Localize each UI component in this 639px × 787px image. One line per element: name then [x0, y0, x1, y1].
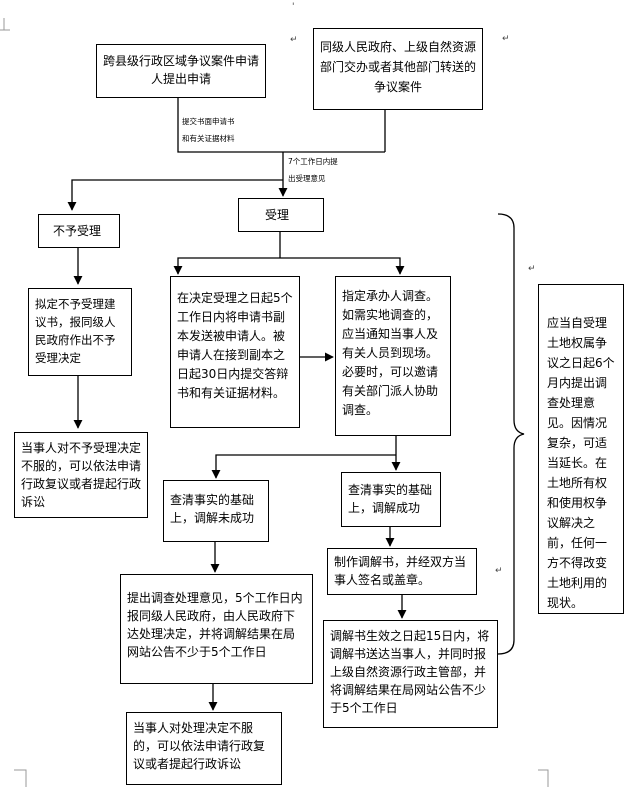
node-mediation-failed: 查清事实的基础上，调解未成功: [163, 480, 269, 542]
corner-mark-bottom-right: [538, 769, 549, 787]
node-mediation-success: 查清事实的基础上，调解成功: [341, 472, 441, 527]
node-label: 拟定不予受理建议书，报同级人民政府作出不予受理决定: [35, 297, 116, 365]
node-agreement-effective: 调解书生效之日起15日内，将调解书送达当事人，并同时报上级自然资源行政主管部，并…: [323, 620, 498, 728]
node-label: 当事人对不予受理决定不服的，可以依法申请行政复议或者提起行政诉讼: [21, 441, 142, 509]
node-assign-investigator: 指定承办人调查。如需实地调查的，应当通知当事人及有关人员到现场。必要时，可以邀请…: [335, 276, 451, 436]
node-deadline-note: 应当自受理土地权属争议之日起6个月内提出调查处理意见。因情况复杂，可适当延长。在…: [538, 284, 624, 614]
node-reject: 不予受理: [38, 214, 120, 248]
edge-label-submit: 提交书面申请书 和有关证据材料: [182, 117, 235, 143]
node-transferred-cases: 同级人民政府、上级自然资源部门交办或者其他部门转送的争议案件: [313, 28, 483, 110]
node-send-copy: 在决定受理之日起5个工作日内将申请书副本发送被申请人。被申请人在接到副本之日起3…: [170, 276, 300, 428]
connector-accept-left: [173, 257, 280, 275]
connector-to-reject: [67, 179, 283, 211]
edge-label-review: 7个工作日内提 出受理意见: [288, 157, 338, 183]
connector-assign-left: [211, 454, 396, 479]
node-draft-reject: 拟定不予受理建议书，报同级人民政府作出不予受理决定: [28, 288, 132, 376]
node-label: 应当自受理土地权属争议之日起6个月内提出调查处理意见。因情况复杂，可适当延长。在…: [547, 316, 615, 610]
node-label: 在决定受理之日起5个工作日内将申请书副本发送被申请人。被申请人在接到副本之日起3…: [177, 291, 293, 400]
connector-accept-right: [280, 257, 405, 275]
node-label: 不予受理: [53, 224, 102, 238]
node-label: 受理: [265, 208, 290, 222]
node-label: 调解书生效之日起15日内，将调解书送达当事人，并同时报上级自然资源行政主管部，并…: [330, 629, 490, 715]
node-decision-appeal: 当事人对处理决定不服的，可以依法申请行政复议或者提起行政诉讼: [126, 712, 282, 785]
node-accept: 受理: [238, 198, 324, 232]
node-propose-opinion: 提出调查处理意见，5个工作日内报同级人民政府，由人民政府下达处理决定，并将调解结…: [120, 574, 313, 684]
node-label: 同级人民政府、上级自然资源部门交办或者其他部门转送的争议案件: [320, 40, 477, 94]
corner-mark-bottom-left: [14, 769, 27, 787]
paragraph-mark: ↵: [495, 566, 503, 576]
node-label: 指定承办人调查。如需实地调查的，应当通知当事人及有关人员到现场。必要时，可以邀请…: [342, 289, 439, 417]
paragraph-mark: ↵: [528, 264, 536, 274]
node-label: 提出调查处理意见，5个工作日内报同级人民政府，由人民政府下达处理决定，并将调解结…: [127, 591, 303, 659]
node-label: 当事人对处理决定不服的，可以依法申请行政复议或者提起行政诉讼: [133, 721, 266, 771]
node-label: 跨县级行政区域争议案件申请人提出申请: [103, 54, 260, 86]
node-label: 制作调解书，并经双方当事人签名或盖章。: [334, 555, 467, 587]
corner-mark-top-left: [0, 18, 10, 31]
node-cross-county-application: 跨县级行政区域争议案件申请人提出申请: [96, 44, 266, 98]
paragraph-mark: ↵: [502, 34, 510, 44]
node-reject-appeal: 当事人对不予受理决定不服的，可以依法申请行政复议或者提起行政诉讼: [14, 432, 148, 518]
paragraph-mark: ↵: [290, 35, 298, 45]
node-label: 查清事实的基础上，调解成功: [348, 483, 433, 515]
node-label: 查清事实的基础上，调解未成功: [170, 493, 255, 525]
paragraph-mark: ': [292, 2, 295, 12]
connector-cross-county: [177, 98, 385, 153]
node-make-agreement: 制作调解书，并经双方当事人签名或盖章。: [327, 548, 477, 595]
deadline-brace: [497, 213, 525, 655]
